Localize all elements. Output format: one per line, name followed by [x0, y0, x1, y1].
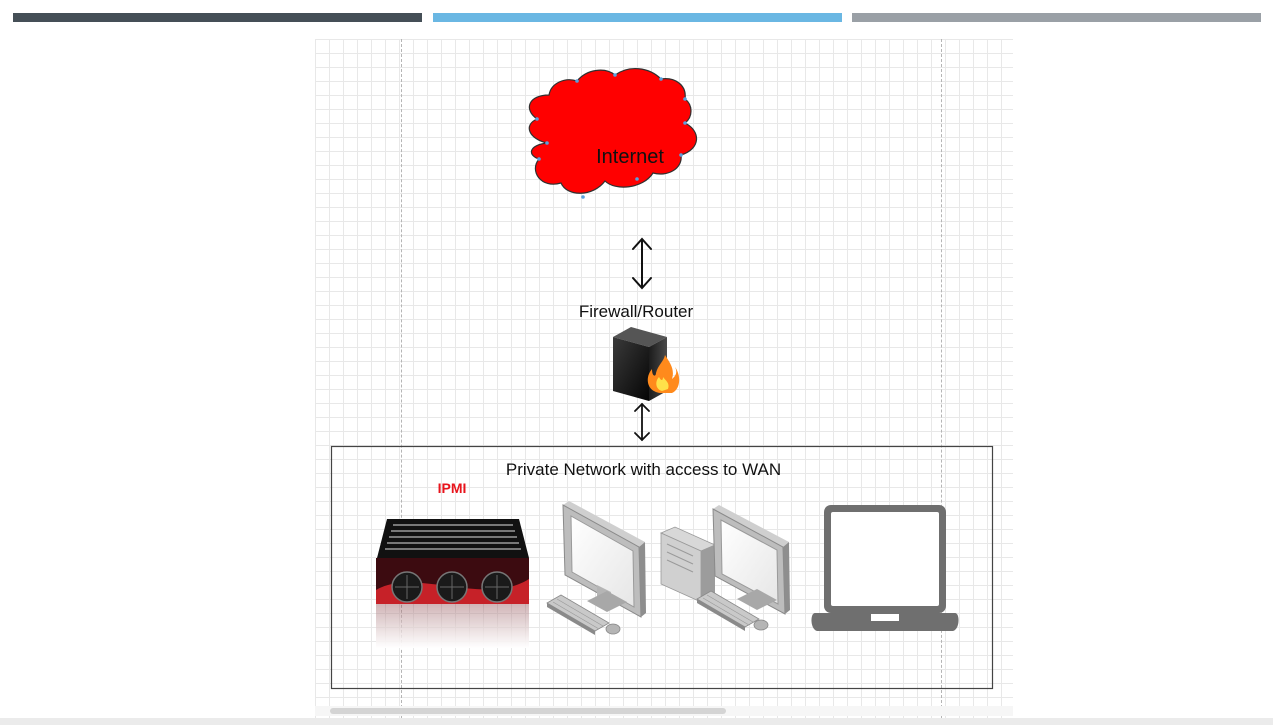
- firewall-label: Firewall/Router: [578, 302, 694, 321]
- connector-arrow-internet-firewall[interactable]: [632, 237, 652, 290]
- header-bar-dark: [13, 13, 422, 22]
- header-bar-gray: [852, 13, 1261, 22]
- diagram-canvas[interactable]: Internet Firewall/Router Private Network…: [315, 39, 1013, 718]
- page-guide-left: [401, 39, 402, 718]
- diagram-drawing: [330, 68, 994, 690]
- desktop-monitor-icon[interactable]: [546, 501, 646, 635]
- internet-cloud-icon[interactable]: [528, 68, 698, 199]
- header-bar-blue: [433, 13, 842, 22]
- storage-server-icon[interactable]: [376, 519, 529, 648]
- desktop-tower-icon[interactable]: [660, 505, 790, 631]
- laptop-icon[interactable]: [811, 505, 959, 631]
- header-bars: [13, 13, 1261, 22]
- bottom-border: [0, 718, 1273, 725]
- private-network-container[interactable]: [330, 445, 994, 690]
- internet-label: Internet: [596, 146, 664, 168]
- private-network-label: Private Network with access to WAN: [505, 460, 782, 479]
- ipmi-label: IPMI: [437, 480, 467, 496]
- horizontal-scrollbar[interactable]: [315, 706, 1013, 716]
- connector-arrow-firewall-network[interactable]: [634, 402, 650, 442]
- firewall-icon[interactable]: [613, 327, 680, 401]
- page-guide-right: [941, 39, 942, 718]
- scrollbar-thumb[interactable]: [330, 708, 726, 714]
